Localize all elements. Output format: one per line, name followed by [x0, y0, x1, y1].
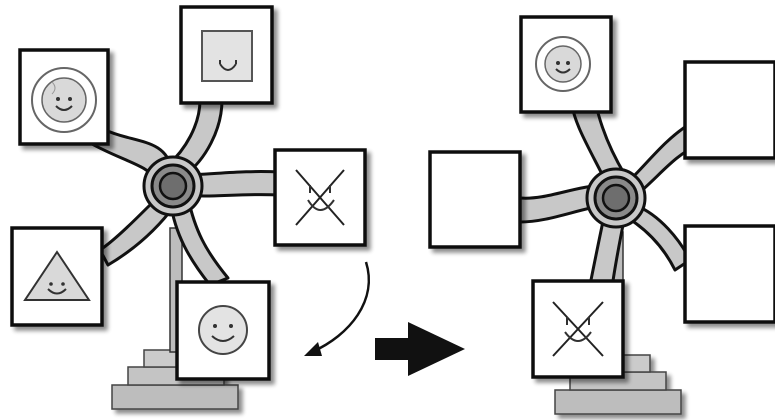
left-card-top — [179, 5, 274, 105]
left-card-bottom-left — [10, 226, 104, 327]
triangle-face-icon — [23, 250, 91, 301]
rotation-arrow-icon — [304, 261, 371, 356]
left-card-right — [273, 148, 367, 247]
circle-face-icon — [535, 36, 591, 92]
right-hub — [585, 167, 647, 229]
left-card-bottom — [175, 280, 271, 381]
right-card-bottom — [531, 279, 625, 379]
crossed-face-icon — [552, 301, 604, 357]
right-card-left — [428, 150, 522, 249]
left-wheel — [10, 5, 367, 410]
right-wheel — [428, 15, 775, 415]
circle-face-icon — [31, 67, 97, 133]
right-card-top — [519, 15, 613, 114]
right-card-right-bottom — [683, 224, 775, 324]
square-face-icon — [201, 30, 253, 82]
right-card-right-top — [683, 60, 775, 160]
left-card-top-left — [18, 48, 110, 146]
left-hub — [142, 155, 204, 217]
crossed-face-icon — [295, 169, 345, 226]
smile-face-icon — [198, 305, 248, 355]
right-arrow-icon — [375, 322, 465, 376]
